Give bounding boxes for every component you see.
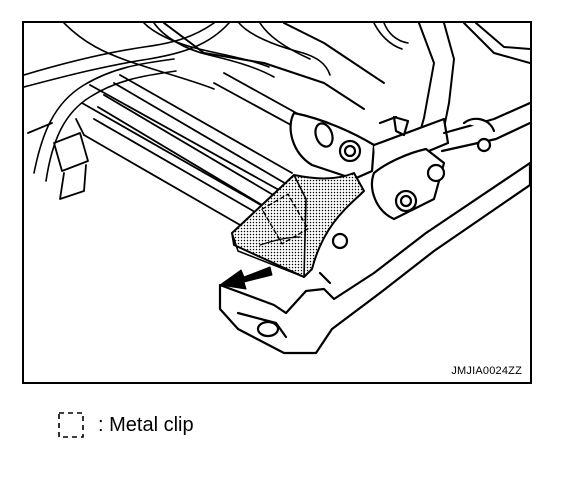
dashed-rectangle-icon [56,410,86,440]
metal-clip [231,172,365,278]
seat-frame-upper [163,23,530,154]
seat-mechanism-illustration [24,23,530,355]
illustration-frame: JMJIA0024ZZ [22,21,532,384]
legend: : Metal clip [56,408,194,442]
lower-base-bracket [218,161,530,355]
figure-code: JMJIA0024ZZ [451,365,522,377]
recliner-link [289,111,450,181]
pivot-bracket [370,101,530,221]
removal-direction-arrow [219,266,273,290]
legend-label: : Metal clip [98,413,194,436]
left-bracket [27,122,89,200]
